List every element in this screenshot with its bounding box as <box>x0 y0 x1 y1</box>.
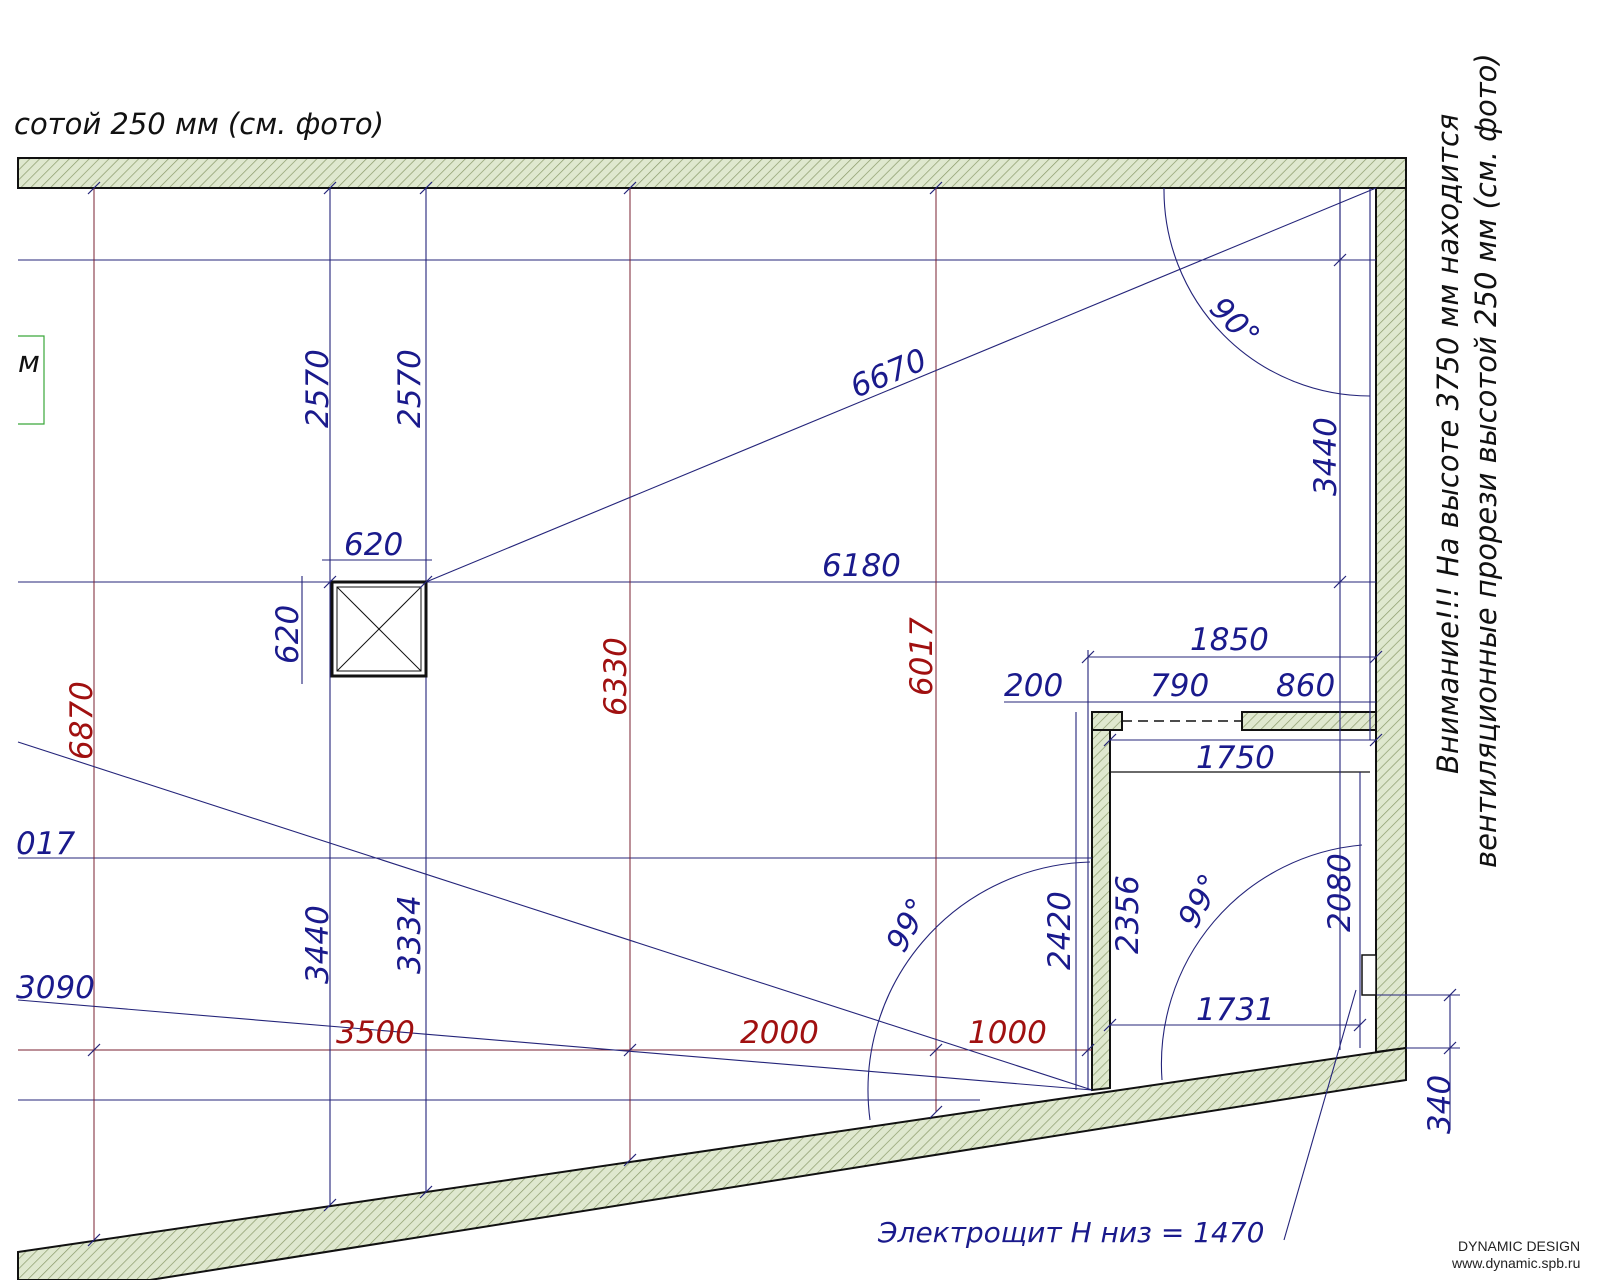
tick <box>419 181 433 195</box>
column-box <box>330 580 428 678</box>
dim-label-3334: 3334 <box>392 895 428 974</box>
dim-label-1850: 1850 <box>1190 622 1269 658</box>
electrical-panel-marker <box>1361 954 1377 996</box>
arc-99-right <box>1160 844 1363 1081</box>
column-inner <box>336 586 422 672</box>
angle-label-90: 90° <box>1202 290 1266 354</box>
diag-left-lower <box>17 999 1093 1091</box>
green-marker-box <box>18 335 45 425</box>
right-wall <box>1375 187 1407 1054</box>
dim-label-2420: 2420 <box>1042 891 1078 970</box>
arc-99-left <box>867 861 1091 1121</box>
partition-wall-top-right <box>1241 711 1377 731</box>
dim-label-1731: 1731 <box>1196 992 1275 1028</box>
tick <box>323 1198 337 1212</box>
dimension-labels: 620 6180 1850 200 790 860 1750 017 3090 … <box>16 527 1335 1051</box>
dim-label-790: 790 <box>1150 668 1209 704</box>
dim-label-2570-right: 2570 <box>392 349 428 428</box>
tick <box>323 181 337 195</box>
tick <box>1103 1018 1117 1032</box>
tick <box>87 1043 101 1057</box>
tick <box>1081 650 1095 664</box>
tick <box>929 181 943 195</box>
partition-wall-vertical <box>1091 711 1111 1092</box>
bottom-sloped-wall <box>17 1046 1407 1280</box>
dimension-lines <box>17 187 1377 1241</box>
tick <box>419 575 433 589</box>
dim-label-6670: 6670 <box>845 342 932 405</box>
dim-label-6870: 6870 <box>64 681 100 760</box>
tick <box>623 1043 637 1057</box>
tick <box>1333 253 1347 267</box>
dim-panel-leader <box>1283 989 1357 1241</box>
dim-label-200: 200 <box>1004 668 1063 704</box>
dim-label-3440-right: 3440 <box>1308 417 1344 496</box>
tick <box>929 1043 943 1057</box>
tick <box>419 1185 433 1199</box>
dim-label-3440-left: 3440 <box>300 905 336 984</box>
dim-label-620-top: 620 <box>344 527 403 563</box>
tick <box>1369 733 1383 747</box>
tick <box>1103 733 1117 747</box>
dim-label-860: 860 <box>1276 668 1335 704</box>
grid-lines <box>18 188 1460 1240</box>
dim-label-2080: 2080 <box>1322 853 1358 932</box>
tick <box>323 575 337 589</box>
tick <box>929 1105 943 1119</box>
tick <box>623 1153 637 1167</box>
tick <box>1333 575 1347 589</box>
tick <box>1081 1043 1095 1057</box>
angle-label-99-right: 99° <box>1171 868 1229 933</box>
dim-label-2356: 2356 <box>1110 875 1146 954</box>
warning-note-line1: Внимание!!! На высоте 3750 мм находится <box>1431 114 1465 774</box>
left-box-text: м <box>18 345 40 379</box>
dim-label-620-side: 620 <box>270 605 306 664</box>
angle-arcs <box>867 187 1371 1121</box>
dim-label-3500: 3500 <box>336 1015 415 1051</box>
dim-label-1000: 1000 <box>968 1015 1047 1051</box>
dim-label-6017: 6017 <box>904 617 940 696</box>
arc-90 <box>1163 187 1371 397</box>
tick <box>1443 1041 1457 1055</box>
dim-label-6180: 6180 <box>822 548 901 584</box>
tick <box>87 181 101 195</box>
diag-left-long <box>17 741 1093 1091</box>
dim-label-2000: 2000 <box>740 1015 819 1051</box>
dimension-labels-rotated: 6670 2570 2570 620 3440 6870 6330 6017 3… <box>64 290 1458 1134</box>
dim-label-6330: 6330 <box>598 637 634 716</box>
tick <box>623 181 637 195</box>
column-cross-2 <box>336 586 422 672</box>
tick-marks <box>87 181 1457 1247</box>
dim-label-340: 340 <box>1422 1075 1458 1134</box>
top-wall <box>17 157 1407 189</box>
tick <box>1353 1018 1367 1032</box>
dim-label-1750: 1750 <box>1196 740 1275 776</box>
warning-note-line2: вентиляционные прорези высотой 250 мм (с… <box>1469 53 1503 868</box>
dim-label-3090: 3090 <box>16 970 95 1006</box>
diag-6670 <box>425 187 1377 583</box>
electrical-panel-label: Электрощит Н низ = 1470 <box>877 1216 1264 1249</box>
walls <box>17 157 1407 1280</box>
partition-wall-top-left <box>1091 711 1123 731</box>
tick <box>1443 988 1457 1002</box>
credit-site: www.dynamic.spb.ru <box>1451 1255 1580 1271</box>
angle-label-99-left: 99° <box>879 892 937 957</box>
dim-label-2570-left: 2570 <box>300 349 336 428</box>
top-left-note: сотой 250 мм (см. фото) <box>14 107 384 141</box>
dim-label-017: 017 <box>16 826 75 862</box>
credit-studio: DYNAMIC DESIGN <box>1458 1238 1580 1254</box>
tick <box>87 1233 101 1247</box>
tick <box>1369 650 1383 664</box>
